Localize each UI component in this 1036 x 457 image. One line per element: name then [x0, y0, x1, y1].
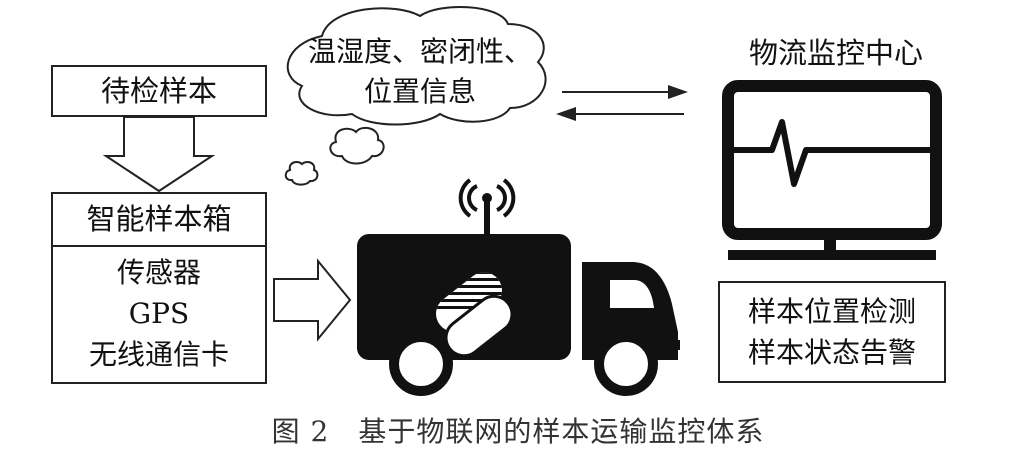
- smart-sample-box: 智能样本箱 传感器 GPS 无线通信卡: [51, 192, 267, 384]
- down-arrow-icon: [102, 116, 216, 193]
- monitor-icon: [722, 80, 942, 260]
- cloud-shape-icon: [286, 6, 547, 126]
- smart-box-item: 传感器: [117, 256, 201, 289]
- center-function: 样本位置检测: [748, 295, 916, 328]
- wheel-icon: [594, 332, 658, 396]
- truck-icon: [357, 178, 680, 396]
- wheel-icon: [389, 332, 453, 396]
- bidirectional-arrows-icon: [556, 85, 688, 121]
- cloud-bubble-icon: [284, 161, 319, 186]
- cloud-line-1: 温湿度、密闭性、: [308, 35, 532, 68]
- right-arrow-icon: [273, 258, 352, 342]
- smart-box-title: 智能样本箱: [86, 202, 231, 236]
- sample-box-label: 待检样本: [101, 74, 217, 108]
- cloud-bubble-icon: [329, 126, 385, 165]
- smart-box-item: GPS: [129, 297, 189, 330]
- monitor-center-title: 物流监控中心: [749, 36, 923, 70]
- monitor-center: 物流监控中心 样本位置检测 样本状态告警: [718, 36, 946, 383]
- antenna-icon: [458, 178, 516, 236]
- info-cloud: 温湿度、密闭性、 位置信息: [284, 6, 547, 186]
- center-function: 样本状态告警: [748, 336, 916, 369]
- sample-box: 待检样本: [51, 65, 267, 117]
- figure-caption: 图 2 基于物联网的样本运输监控体系: [272, 415, 765, 448]
- cloud-line-2: 位置信息: [364, 75, 476, 108]
- smart-box-item: 无线通信卡: [89, 338, 229, 371]
